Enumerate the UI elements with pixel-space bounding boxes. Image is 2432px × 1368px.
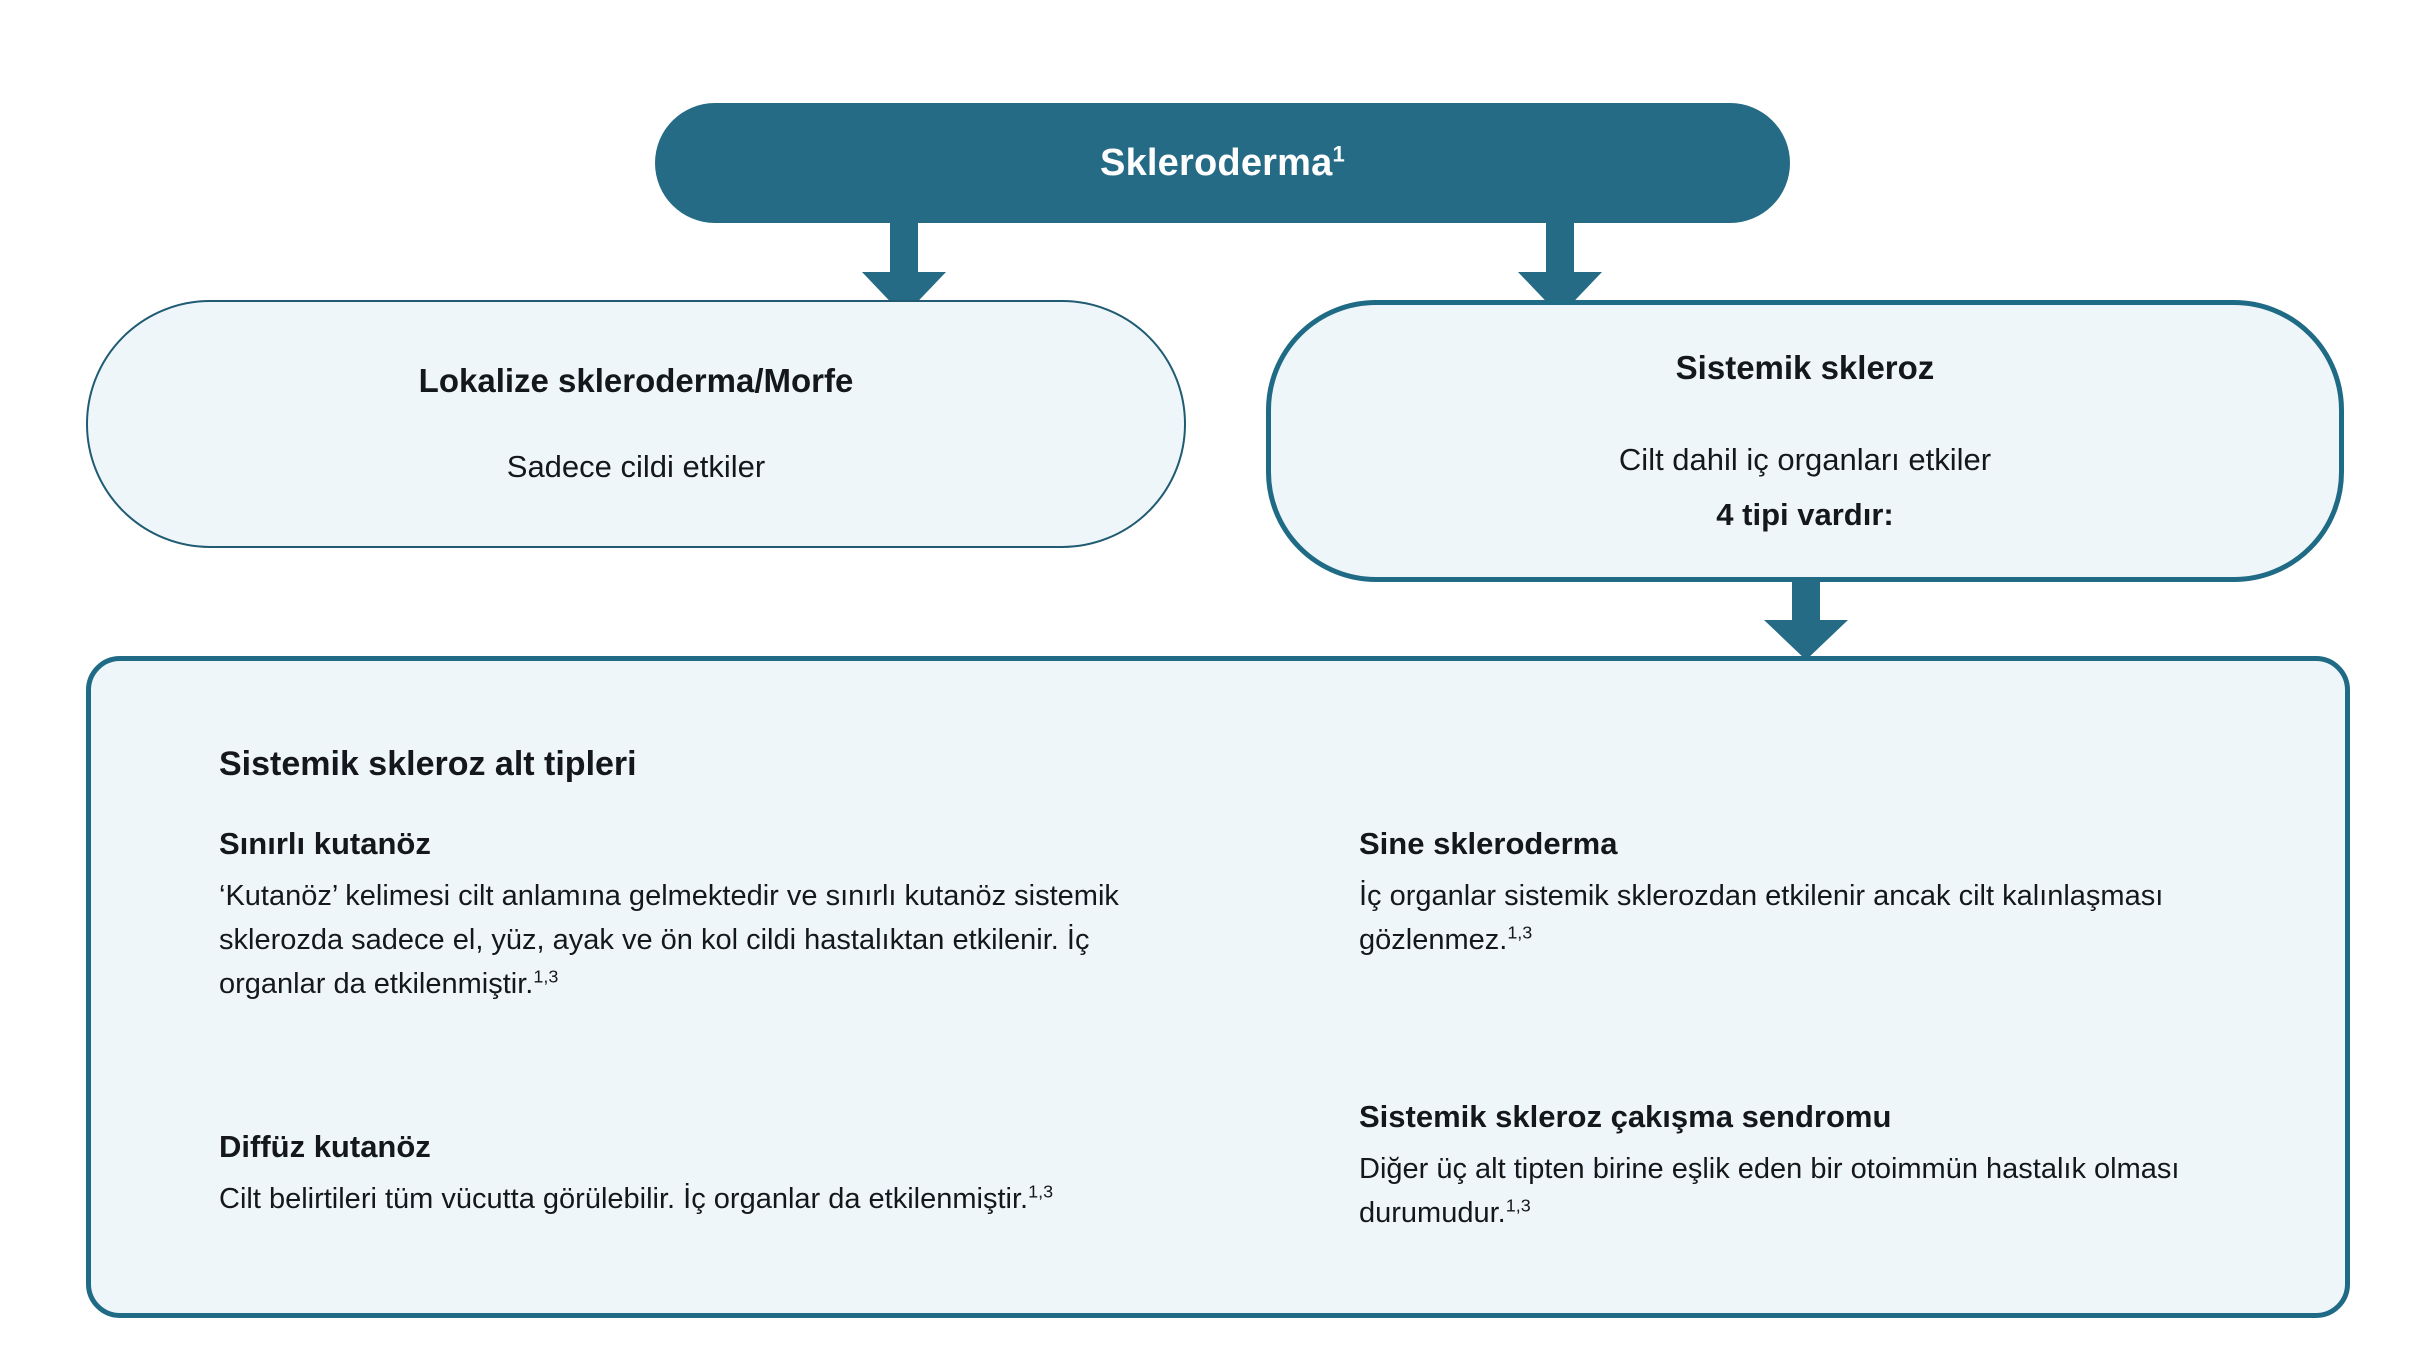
branch-node-systemic-subtitle: Cilt dahil iç organları etkiler <box>1618 442 1992 478</box>
subtypes-right-column: Sine skleroderma İç organlar sistemik sk… <box>1359 825 2319 1235</box>
subtype-sine-scleroderma-text: İç organlar sistemik sklerozdan etkileni… <box>1359 879 2164 956</box>
branch-node-systemic-sclerosis: Sistemik skleroz Cilt dahil iç organları… <box>1266 300 2344 582</box>
subtype-diffuse-cutaneous: Diffüz kutanöz Cilt belirtileri tüm vücu… <box>219 1128 1179 1221</box>
subtype-diffuse-cutaneous-text: Cilt belirtileri tüm vücutta görülebilir… <box>219 1182 1029 1215</box>
branch-node-localized-subtitle: Sadece cildi etkiler <box>506 449 766 485</box>
subtype-sine-scleroderma: Sine skleroderma İç organlar sistemik sk… <box>1359 825 2319 962</box>
subtypes-detail-panel: Sistemik skleroz alt tipleri Sınırlı kut… <box>86 656 2350 1318</box>
subtype-sine-scleroderma-reference: 1,3 <box>1507 922 1533 943</box>
subtype-overlap-syndrome-reference: 1,3 <box>1505 1195 1531 1216</box>
subtype-overlap-syndrome-title: Sistemik skleroz çakışma sendromu <box>1359 1098 1892 1134</box>
subtype-diffuse-cutaneous-title: Diffüz kutanöz <box>219 1128 431 1164</box>
branch-node-localized-scleroderma: Lokalize skleroderma/Morfe Sadece cildi … <box>86 300 1186 548</box>
subtype-limited-cutaneous-title: Sınırlı kutanöz <box>219 826 431 861</box>
subtype-limited-cutaneous: Sınırlı kutanöz ‘Kutanöz’ kelimesi cilt … <box>219 825 1179 1006</box>
subtypes-panel-heading: Sistemik skleroz alt tipleri <box>219 745 637 783</box>
subtype-limited-cutaneous-text: ‘Kutanöz’ kelimesi cilt anlamına gelmekt… <box>219 879 1119 1000</box>
subtype-overlap-syndrome-body: Diğer üç alt tipten birine eşlik eden bi… <box>1359 1147 2319 1235</box>
branch-node-localized-title: Lokalize skleroderma/Morfe <box>418 362 854 400</box>
root-node-skleroderma: Skleroderma1 <box>655 103 1790 223</box>
root-node-label: Skleroderma1 <box>1100 142 1345 185</box>
root-node-text: Skleroderma <box>1100 141 1333 184</box>
branch-node-systemic-subtitle-strong: 4 tipi vardır: <box>1716 496 1894 532</box>
subtype-limited-cutaneous-reference: 1,3 <box>533 966 559 987</box>
arrow-root-to-systemic-icon <box>1518 220 1602 316</box>
subtype-sine-scleroderma-body: İç organlar sistemik sklerozdan etkileni… <box>1359 874 2319 962</box>
subtypes-left-column: Sınırlı kutanöz ‘Kutanöz’ kelimesi cilt … <box>219 825 1179 1221</box>
subtype-overlap-syndrome: Sistemik skleroz çakışma sendromu Diğer … <box>1359 1098 2319 1235</box>
branch-node-systemic-title: Sistemik skleroz <box>1675 349 1935 387</box>
root-node-reference: 1 <box>1332 140 1345 166</box>
subtype-diffuse-cutaneous-reference: 1,3 <box>1028 1181 1054 1202</box>
subtype-diffuse-cutaneous-body: Cilt belirtileri tüm vücutta görülebilir… <box>219 1177 1179 1221</box>
arrow-root-to-localized-icon <box>862 220 946 316</box>
arrow-systemic-to-subtypes-icon <box>1764 580 1848 660</box>
subtype-limited-cutaneous-body: ‘Kutanöz’ kelimesi cilt anlamına gelmekt… <box>219 874 1179 1006</box>
subtype-overlap-syndrome-text: Diğer üç alt tipten birine eşlik eden bi… <box>1359 1152 2180 1229</box>
subtype-sine-scleroderma-title: Sine skleroderma <box>1359 826 1618 861</box>
